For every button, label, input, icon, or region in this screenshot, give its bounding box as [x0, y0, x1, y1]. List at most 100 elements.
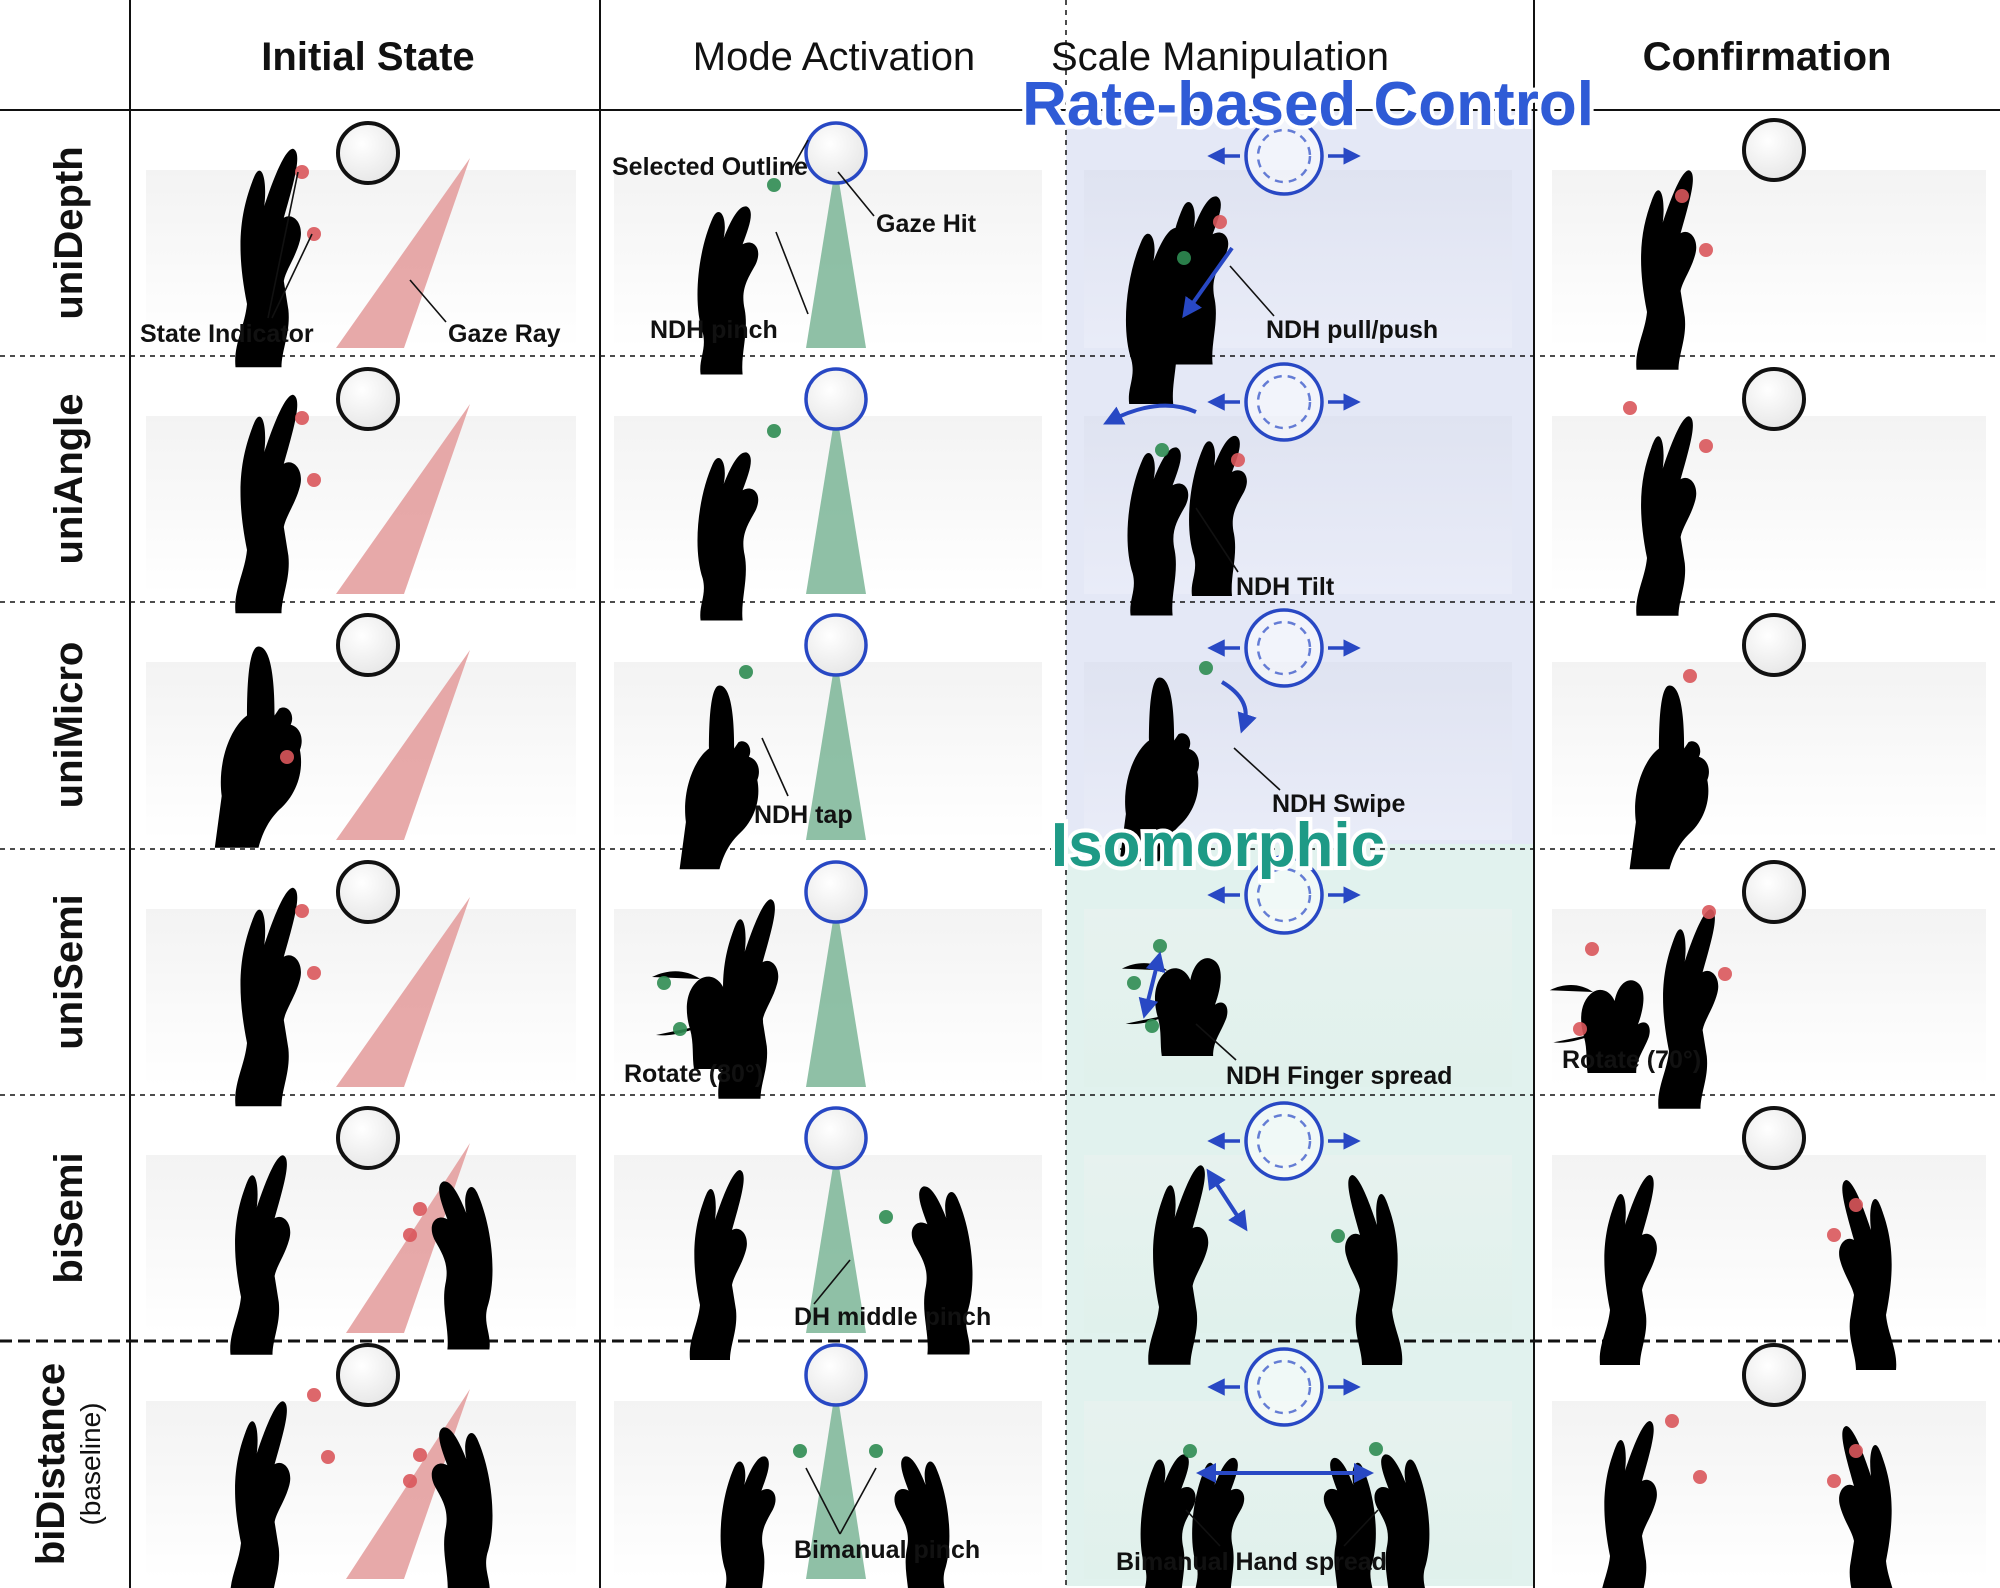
label-selected-outline: Selected Outline — [612, 153, 808, 181]
scale-widget — [1207, 116, 1361, 196]
leader-lines — [267, 139, 1379, 1547]
fingertip-dot — [307, 1388, 321, 1402]
scale-widget — [1207, 855, 1361, 935]
selected-sphere — [804, 613, 868, 677]
row-label-uniangle: uniAngle — [47, 393, 91, 564]
fingertip-dot — [1145, 1019, 1159, 1033]
fingertip-dot — [1827, 1228, 1841, 1242]
label-ndh-finger-spread: NDH Finger spread — [1226, 1062, 1452, 1090]
fingertip-dot — [1573, 1022, 1587, 1036]
scene-panel — [1552, 170, 1986, 348]
scale-widget — [1207, 608, 1361, 688]
scale-widget-dashed-ring — [1256, 374, 1312, 430]
selected-sphere — [804, 121, 868, 185]
gaze-ray-cone-active — [806, 1148, 866, 1333]
row-label-unisemi: uniSemi — [47, 894, 91, 1050]
label-gaze-hit: Gaze Hit — [876, 210, 977, 238]
fingertip-dot — [1683, 669, 1697, 683]
header-initial-state: Initial State — [261, 35, 474, 79]
gaze-ray-cone-active — [806, 655, 866, 840]
label-ndh-tilt: NDH Tilt — [1236, 573, 1335, 601]
object-sphere — [336, 860, 400, 924]
fingertip-dot — [321, 1450, 335, 1464]
label-bimanual-pinch: Bimanual pinch — [794, 1536, 980, 1564]
spread-arrow — [1206, 1168, 1248, 1232]
label-ndh-tap: NDH tap — [754, 801, 853, 829]
scale-widget-dashed-ring — [1256, 1113, 1312, 1169]
label-state-indicator: State Indicator — [140, 320, 314, 348]
fingertip-dot — [1693, 1470, 1707, 1484]
label-bimanual-hand-spread: Bimanual Hand spread — [1116, 1548, 1387, 1576]
row-label-bidistance-sub: (baseline) — [75, 1403, 106, 1526]
header-scale-manipulation: Scale Manipulation — [1051, 35, 1389, 79]
label-rotate-80: Rotate (80°) — [624, 1060, 763, 1088]
object-sphere — [1742, 1343, 1806, 1407]
scale-widget-dashed-ring — [1256, 1359, 1312, 1415]
iso-region-title: Isomorphic — [1051, 811, 1385, 880]
fingertip-dot — [1675, 189, 1689, 203]
label-ndh-pull-push: NDH pull/push — [1266, 316, 1438, 344]
gaze-ray-cone-active — [806, 1385, 866, 1579]
fingertip-dot — [1699, 439, 1713, 453]
tilt-arrow — [1103, 403, 1197, 425]
object-sphere — [336, 121, 400, 185]
fingertip-dot — [1827, 1474, 1841, 1488]
scene-content — [214, 116, 1897, 1588]
fingertip-dot — [767, 424, 781, 438]
row-label-unidepth: uniDepth — [47, 146, 91, 319]
fingertip-dot — [1718, 967, 1732, 981]
fingertip-dot — [413, 1448, 427, 1462]
rate-region-title: Rate-based Control — [1022, 70, 1594, 139]
fingertip-dot — [879, 1210, 893, 1224]
fingertip-dot — [1199, 661, 1213, 675]
fingertip-dot — [1665, 1414, 1679, 1428]
pull-push-arrow — [1182, 246, 1234, 319]
header-mode-activation: Mode Activation — [693, 35, 975, 79]
scene-panel — [146, 1401, 576, 1579]
scale-widget — [1207, 1347, 1361, 1427]
label-ndh-pinch: NDH pinch — [650, 316, 778, 344]
label-rotate-70: Rotate (70°) — [1562, 1046, 1701, 1074]
fingertip-dot — [1849, 1198, 1863, 1212]
object-sphere — [1742, 367, 1806, 431]
row-labels: uniDepth uniAngle uniMicro uniSemi biSem… — [29, 146, 106, 1565]
fingertip-dot — [1331, 1229, 1345, 1243]
scale-widget — [1207, 362, 1361, 442]
fingertip-dot — [793, 1444, 807, 1458]
fingertip-dot — [1623, 401, 1637, 415]
fingertip-dot — [673, 1022, 687, 1036]
fingertip-dot — [1213, 215, 1227, 229]
fingertip-dot — [413, 1202, 427, 1216]
selected-sphere — [804, 860, 868, 924]
header-confirmation: Confirmation — [1643, 35, 1892, 79]
fingertip-dot — [280, 750, 294, 764]
fingertip-dot — [1699, 243, 1713, 257]
gaze-ray-cone — [336, 650, 470, 840]
label-dh-middle-pinch: DH middle pinch — [794, 1303, 991, 1331]
fingertip-dot — [403, 1228, 417, 1242]
fingertip-dot — [767, 178, 781, 192]
gaze-ray-cone-active — [806, 902, 866, 1087]
fingertip-dot — [1183, 1444, 1197, 1458]
selected-sphere — [804, 1106, 868, 1170]
swipe-arrow — [1220, 680, 1257, 734]
fingertip-dot — [1153, 939, 1167, 953]
fingertip-dot — [1155, 443, 1169, 457]
finger-spread-arrow — [1138, 951, 1166, 1019]
fingertip-dot — [307, 473, 321, 487]
object-sphere — [336, 367, 400, 431]
fingertip-dot — [1127, 976, 1141, 990]
gaze-ray-cone — [336, 404, 470, 594]
object-sphere — [1742, 1106, 1806, 1170]
label-ndh-swipe: NDH Swipe — [1272, 790, 1405, 818]
row-label-unimicro: uniMicro — [47, 642, 91, 809]
fingertip-dot — [295, 904, 309, 918]
scene-panel — [1552, 662, 1986, 840]
object-sphere — [1742, 860, 1806, 924]
gaze-ray-cone — [336, 897, 470, 1087]
scale-widget — [1207, 1101, 1361, 1181]
fingertip-dot — [295, 165, 309, 179]
fingertip-dot — [1585, 942, 1599, 956]
